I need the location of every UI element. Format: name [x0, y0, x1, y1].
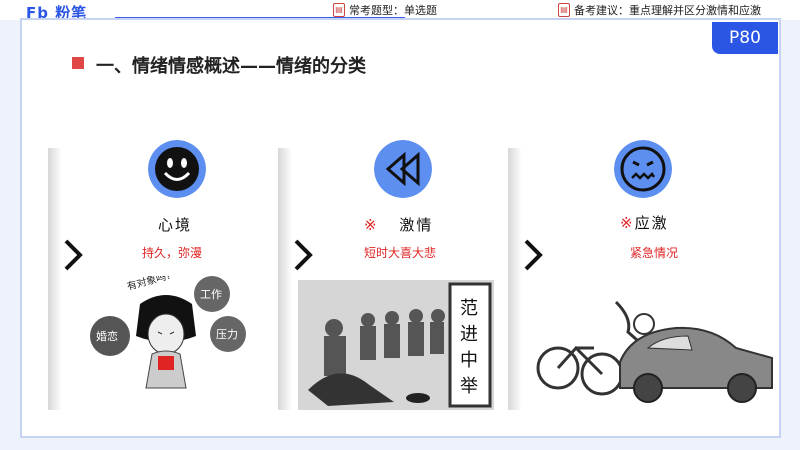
svg-text:压力: 压力 — [216, 328, 238, 341]
svg-text:进: 进 — [460, 324, 478, 345]
svg-text:婚恋: 婚恋 — [96, 329, 118, 343]
svg-text:举: 举 — [460, 376, 478, 397]
chevron-right-icon — [294, 239, 313, 271]
smiley-face-icon — [148, 140, 206, 198]
panel-subtitle: 持久，弥漫 — [142, 246, 203, 260]
svg-text:中: 中 — [460, 350, 478, 371]
note-icon: ▤ — [333, 3, 345, 17]
grimace-face-icon — [614, 140, 672, 198]
panel-subtitle: 紧急情况 — [630, 246, 679, 260]
panel-label: ※ 激情 — [364, 216, 434, 234]
chevron-right-icon — [64, 239, 83, 271]
car-bicycle-accident-illustration — [536, 300, 773, 403]
top-bar: Fb 粉笔 ▤ 常考题型：单选题 ▤ 备考建议：重点理解并区分激情和应激 — [0, 0, 800, 22]
panel-passion: ※ 激情 短时大喜大悲 范 进 中 举 — [278, 140, 504, 410]
svg-text:有对象吗?: 有对象吗? — [125, 276, 172, 293]
svg-text:范: 范 — [460, 298, 478, 319]
chevron-right-icon — [524, 239, 543, 271]
hint-question-type: ▤ 常考题型：单选题 — [333, 2, 437, 18]
panel-label: 心境 — [158, 216, 193, 234]
title-bullet — [72, 57, 84, 69]
svg-text:工作: 工作 — [200, 288, 222, 301]
hint-study-advice: ▤ 备考建议：重点理解并区分激情和应激 — [558, 2, 761, 18]
brand-logo: Fb 粉笔 — [26, 4, 88, 22]
stressed-girl-illustration: 婚恋 工作 压力 有对象吗? — [90, 276, 246, 389]
rewind-icon — [374, 140, 432, 198]
note-icon: ▤ — [558, 3, 570, 17]
slide-title: 一、情绪情感概述——情绪的分类 — [96, 56, 366, 77]
panel-subtitle: 短时大喜大悲 — [364, 246, 437, 260]
panel-stress: ※应激 紧急情况 — [508, 140, 773, 410]
panel-mood: 心境 持久，弥漫 婚恋 工作 压力 有对象吗? — [48, 140, 274, 410]
fan-jin-illustration: 范 进 中 举 — [298, 280, 494, 410]
panel-label: ※应激 — [620, 214, 669, 232]
page-number-badge: P80 — [712, 22, 778, 54]
